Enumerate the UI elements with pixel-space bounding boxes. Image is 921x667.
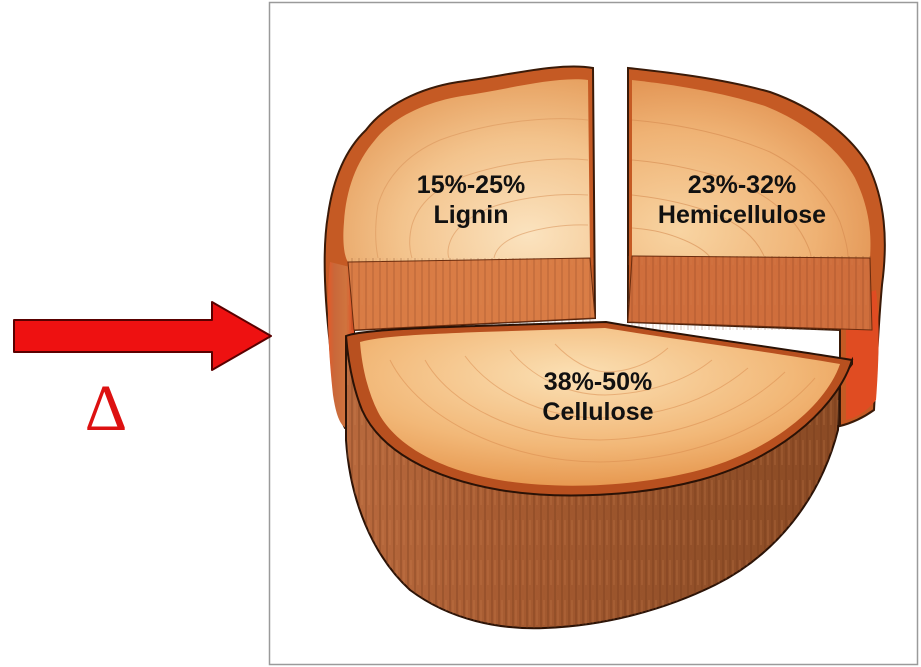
hemicellulose-range-label: 23%-32% <box>688 171 796 199</box>
cellulose-range-label: 38%-50% <box>544 368 652 396</box>
cellulose-name-label: Cellulose <box>542 398 653 426</box>
lignin-name-label: Lignin <box>434 201 509 229</box>
lignin-range-label: 15%-25% <box>417 171 525 199</box>
right-arrow-icon <box>14 302 271 370</box>
delta-symbol: Δ <box>85 372 127 445</box>
hemicellulose-name-label: Hemicellulose <box>658 201 826 229</box>
